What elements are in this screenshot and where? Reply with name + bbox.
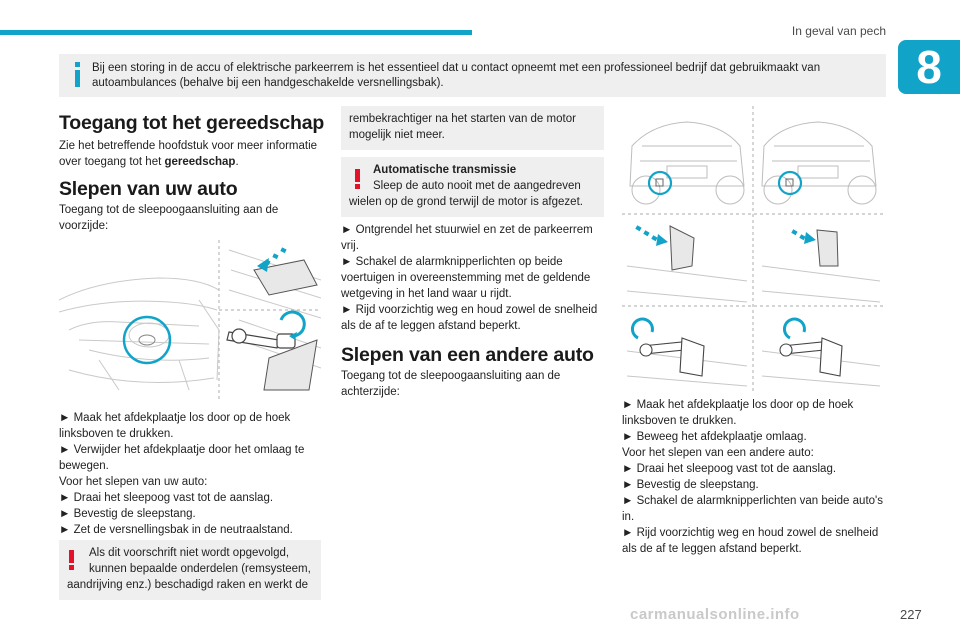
step-line: ► Bevestig de sleepstang. [622, 479, 759, 491]
step-line: ► Draai het sleepoog vast tot de aanslag… [59, 492, 274, 504]
paragraph-gereedschap: Zie het betreffende hoofdstuk voor meer … [59, 138, 319, 170]
text-fragment: over toegang tot het [59, 156, 165, 168]
info-note-text: Bij een storing in de accu of elektrisch… [92, 61, 872, 91]
chapter-badge: 8 [898, 40, 960, 94]
step-line: ► Maak het afdekplaatje los door op de h… [59, 412, 291, 424]
step-line: vrij. [341, 240, 359, 252]
warning-line: kunnen bepaalde onderdelen (remsysteem, [89, 563, 311, 575]
warning-box-neutral: Als dit voorschrift niet wordt opgevolgd… [59, 540, 321, 600]
warning-box-automatic-transmission: Automatische transmissie Sleep de auto n… [341, 157, 604, 217]
step-line: ► Ontgrendel het stuurwiel en zet de par… [341, 224, 593, 236]
step-line: linksboven te drukken. [622, 415, 737, 427]
exclamation-icon [353, 169, 363, 189]
step-line: ► Bevestig de sleepstang. [59, 508, 196, 520]
chapter-number: 8 [916, 41, 942, 93]
front-towing-eye-illustration [59, 240, 321, 402]
warning-line: rembekrachtiger na het starten van de mo… [349, 113, 576, 125]
step-line: in. [622, 511, 635, 523]
warning-text: rembekrachtiger na het starten van de mo… [349, 111, 599, 143]
warning-line: aandrijving enz.) beschadigd raken en we… [67, 579, 309, 591]
paragraph-sleepoog-voorzijde: Toegang tot de sleepoogaansluiting aan d… [59, 202, 319, 234]
step-line: ► Verwijder het afdekplaatje door het om… [59, 444, 305, 456]
step-line: voertuigen in overeenstemming met de gel… [341, 272, 591, 284]
exclamation-icon [67, 550, 77, 570]
paragraph-line: Toegang tot de sleepoogaansluiting aan d… [341, 370, 561, 382]
step-line: ► Beweeg het afdekplaatje omlaag. [622, 431, 807, 443]
warning-line: Als dit voorschrift niet wordt opgevolgd… [89, 547, 290, 559]
text-fragment: . [235, 156, 239, 168]
heading-toegang-gereedschap: Toegang tot het gereedschap [59, 112, 325, 134]
rear-towing-eye-illustration [622, 106, 884, 392]
step-line: als de af te leggen afstand beperkt. [622, 543, 802, 555]
step-line: linksboven te drukken. [59, 428, 174, 440]
header-accent-bar [0, 30, 472, 35]
step-line: ► Zet de versnellingsbak in de neutraals… [59, 524, 293, 536]
step-line: ► Maak het afdekplaatje los door op de h… [622, 399, 854, 411]
step-line: ► Schakel de alarmknipperlichten van bei… [622, 495, 883, 507]
warning-title: Automatische transmissie [373, 164, 517, 176]
info-note-line: Bij een storing in de accu of elektrisch… [92, 62, 821, 74]
step-line: als de af te leggen afstand beperkt. [341, 320, 521, 332]
warning-line: wielen op de grond terwijl de motor is a… [349, 196, 583, 208]
info-icon [73, 62, 83, 88]
heading-slepen-uw-auto: Slepen van uw auto [59, 178, 238, 200]
warning-continuation: rembekrachtiger na het starten van de mo… [341, 106, 604, 150]
step-line: ► Rijd voorzichtig weg en houd zowel de … [341, 304, 598, 316]
steps-rear-towing: ► Maak het afdekplaatje los door op de h… [622, 397, 888, 557]
step-line: ► Draai het sleepoog vast tot de aanslag… [622, 463, 837, 475]
section-title: In geval van pech [791, 24, 886, 38]
warning-line: mogelijk niet meer. [349, 129, 445, 141]
warning-text: Als dit voorschrift niet wordt opgevolgd… [67, 545, 317, 593]
step-line: Voor het slepen van een andere auto: [622, 447, 814, 459]
heading-slepen-andere-auto: Slepen van een andere auto [341, 344, 594, 366]
bold-term: gereedschap [164, 156, 236, 168]
steps-front-towing: ► Maak het afdekplaatje los door op de h… [59, 410, 321, 538]
step-line: Voor het slepen van uw auto: [59, 476, 208, 488]
info-note-line: autoambulances (behalve bij een handgesc… [92, 77, 444, 89]
step-line: ► Rijd voorzichtig weg en houd zowel de … [622, 527, 879, 539]
warning-text: Automatische transmissie Sleep de auto n… [349, 162, 601, 210]
paragraph-line: achterzijde: [341, 386, 400, 398]
paragraph-sleepoog-achterzijde: Toegang tot de sleepoogaansluiting aan d… [341, 368, 603, 400]
paragraph-line: voorzijde: [59, 220, 109, 232]
info-note: Bij een storing in de accu of elektrisch… [59, 54, 886, 97]
step-line: bewegen. [59, 460, 109, 472]
paragraph-line: over toegang tot het gereedschap. [59, 154, 319, 170]
watermark: carmanualsonline.info [630, 606, 800, 623]
paragraph-line: Toegang tot de sleepoogaansluiting aan d… [59, 204, 279, 216]
steps-towing-general: ► Ontgrendel het stuurwiel en zet de par… [341, 222, 607, 334]
warning-line: Sleep de auto nooit met de aangedreven [373, 180, 581, 192]
step-line: wetgeving in het land waar u rijdt. [341, 288, 512, 300]
page-number: 227 [900, 607, 922, 622]
paragraph-line: Zie het betreffende hoofdstuk voor meer … [59, 140, 318, 152]
step-line: ► Schakel de alarmknipperlichten op beid… [341, 256, 563, 268]
